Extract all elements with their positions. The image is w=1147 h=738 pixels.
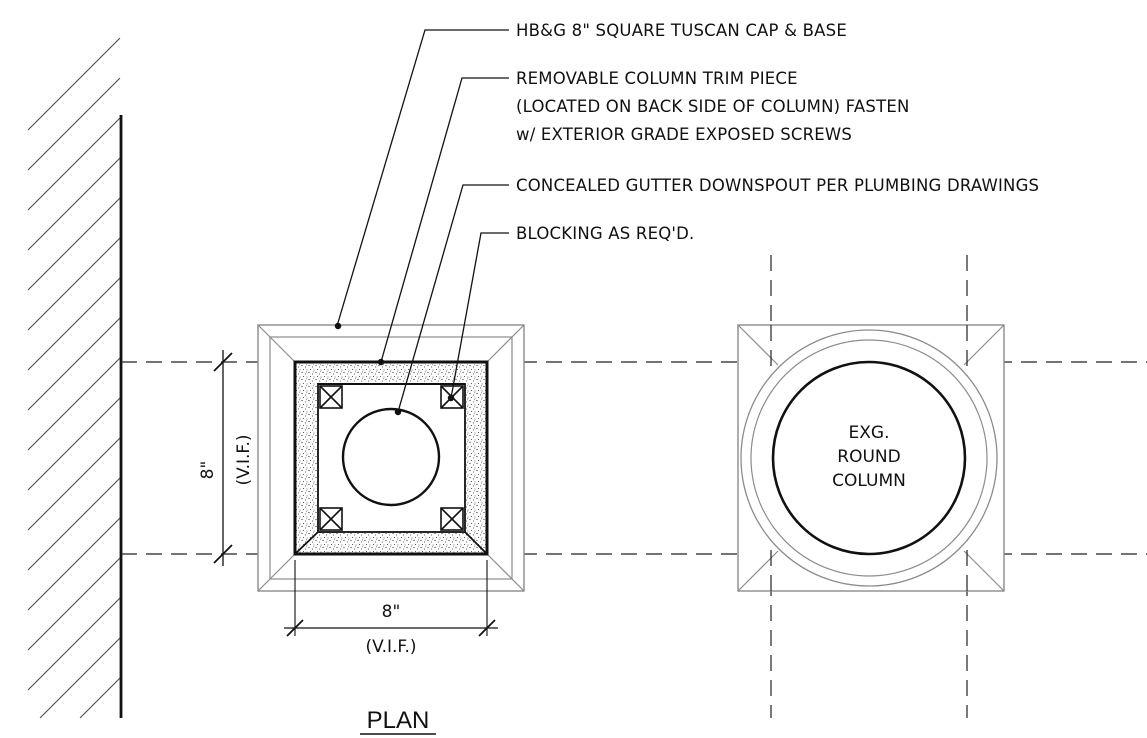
new-square-column xyxy=(257,324,525,592)
note-downspout: CONCEALED GUTTER DOWNSPOUT PER PLUMBING … xyxy=(516,176,1039,195)
vertical-dimension-note: (V.I.F.) xyxy=(234,435,254,486)
note-trim-line3: w/ EXTERIOR GRADE EXPOSED SCREWS xyxy=(516,125,852,144)
plan-title: PLAN xyxy=(360,707,436,735)
vertical-dimension: 8" (V.I.F.) xyxy=(198,350,254,566)
horizontal-dimension: 8" (V.I.F.) xyxy=(284,560,498,657)
plan-title-text: PLAN xyxy=(367,707,430,734)
existing-column-label-line2: ROUND xyxy=(837,447,900,467)
existing-column-label-line1: EXG. xyxy=(849,423,890,443)
horizontal-dimension-value: 8" xyxy=(382,602,401,622)
note-cap-base: HB&G 8" SQUARE TUSCAN CAP & BASE xyxy=(516,21,847,40)
horizontal-dimension-note: (V.I.F.) xyxy=(366,637,417,657)
leader-lines xyxy=(334,29,509,416)
blocking-pieces xyxy=(319,385,464,531)
existing-column-label-line3: COLUMN xyxy=(832,471,906,491)
vertical-dimension-value: 8" xyxy=(198,461,218,480)
note-blocking: BLOCKING AS REQ'D. xyxy=(516,224,694,243)
note-trim-line2: (LOCATED ON BACK SIDE OF COLUMN) FASTEN xyxy=(516,97,910,116)
existing-wall xyxy=(27,37,123,719)
callout-notes: HB&G 8" SQUARE TUSCAN CAP & BASE REMOVAB… xyxy=(516,21,1039,243)
downspout-circle xyxy=(341,407,441,507)
existing-round-column: EXG. ROUND COLUMN xyxy=(737,324,1005,592)
note-trim-line1: REMOVABLE COLUMN TRIM PIECE xyxy=(516,69,798,88)
